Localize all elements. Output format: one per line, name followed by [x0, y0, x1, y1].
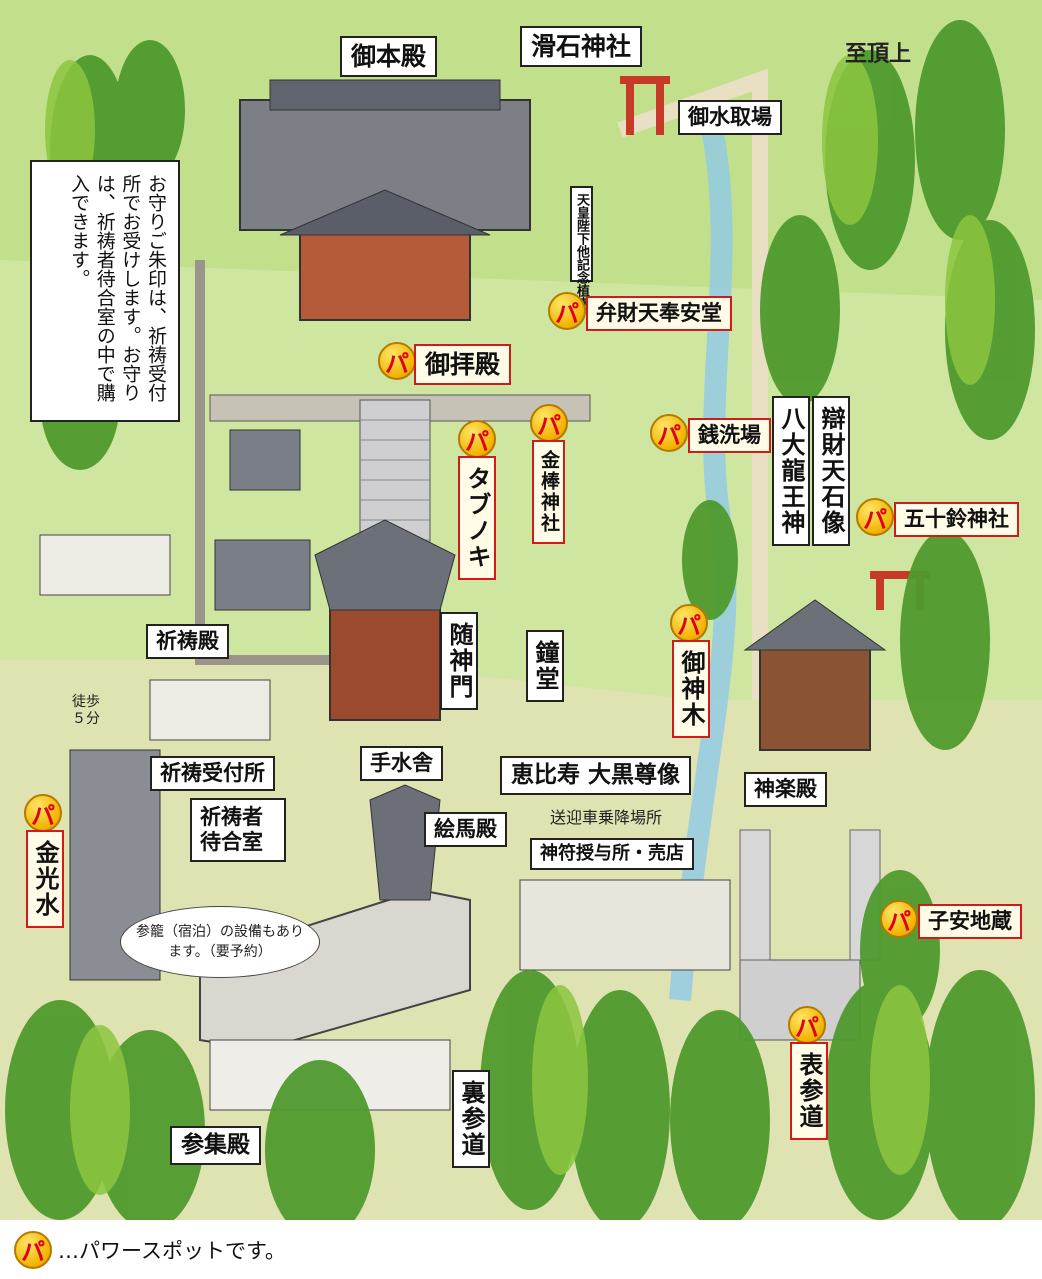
power-spot-icon: パ: [788, 1006, 826, 1044]
label-emaden: 絵馬殿: [424, 812, 507, 847]
label-koyasu-jizo: 子安地蔵: [918, 904, 1022, 939]
label-gohaiden: 御拝殿: [414, 344, 512, 385]
label-sanshuden: 参集殿: [170, 1126, 261, 1165]
label-kaguraden: 神楽殿: [744, 772, 827, 807]
legend-text: …パワースポットです。: [58, 1238, 286, 1263]
label-zeniarai: 銭洗場: [688, 418, 771, 453]
label-chouzuya: 手水舎: [360, 746, 443, 781]
label-hachidai-ryuou: 八大龍王神: [772, 396, 810, 546]
label-goshinboku: 御神木: [672, 640, 710, 738]
label-isuzu-shrine: 五十鈴神社: [894, 502, 1019, 537]
legend: パ …パワースポットです。: [0, 1220, 1042, 1279]
label-walk-5min: 徒歩５分: [72, 694, 100, 727]
label-zuishinmon: 随神門: [440, 612, 478, 710]
label-tabunoki: タブノキ: [458, 456, 496, 580]
label-memorial-trees: 天皇陛下他記念植樹: [570, 186, 593, 310]
power-spot-icon: パ: [530, 404, 568, 442]
label-gohonden: 御本殿: [340, 36, 438, 77]
label-omizutori: 御水取場: [678, 100, 782, 135]
label-shoudou: 鐘堂: [526, 630, 564, 702]
power-spot-icon: パ: [880, 900, 918, 938]
label-kanabou-shrine: 金棒神社: [532, 440, 565, 544]
power-spot-icon: パ: [378, 342, 416, 380]
label-konkousui: 金光水: [26, 830, 64, 928]
label-nameishi-shrine: 滑石神社: [520, 26, 643, 67]
power-spot-icon: パ: [14, 1230, 52, 1269]
label-kitouden: 祈祷殿: [146, 624, 229, 659]
label-benzaiten-statue: 辯財天石像: [812, 396, 850, 546]
lodging-callout: 参籠（宿泊）の設備もあります。（要予約）: [120, 906, 320, 978]
label-ebisu-daikoku: 恵比寿 大黒尊像: [500, 756, 692, 795]
notice-box: お守りご朱印は、祈祷受付所でお受けします。お守りは、祈祷者待合室の中で購入できま…: [30, 160, 180, 422]
label-benzaiten-hall: 弁財天奉安堂: [586, 296, 732, 331]
power-spot-icon: パ: [650, 414, 688, 452]
label-waiting-room: 祈祷者待合室: [190, 798, 286, 863]
label-omotesandou: 表参道: [790, 1042, 828, 1140]
label-kitou-reception: 祈祷受付所: [150, 756, 275, 791]
label-shuttle-stop: 送迎車乗降場所: [550, 808, 663, 827]
power-spot-icon: パ: [670, 604, 708, 642]
power-spot-icon: パ: [856, 498, 894, 536]
power-spot-icon: パ: [458, 420, 496, 458]
label-to-summit: 至頂上: [845, 42, 912, 67]
label-amulet-shop: 神符授与所・売店: [530, 838, 694, 870]
power-spot-icon: パ: [24, 794, 62, 832]
label-urasandou: 裏参道: [452, 1070, 490, 1168]
power-spot-icon: パ: [548, 292, 586, 330]
